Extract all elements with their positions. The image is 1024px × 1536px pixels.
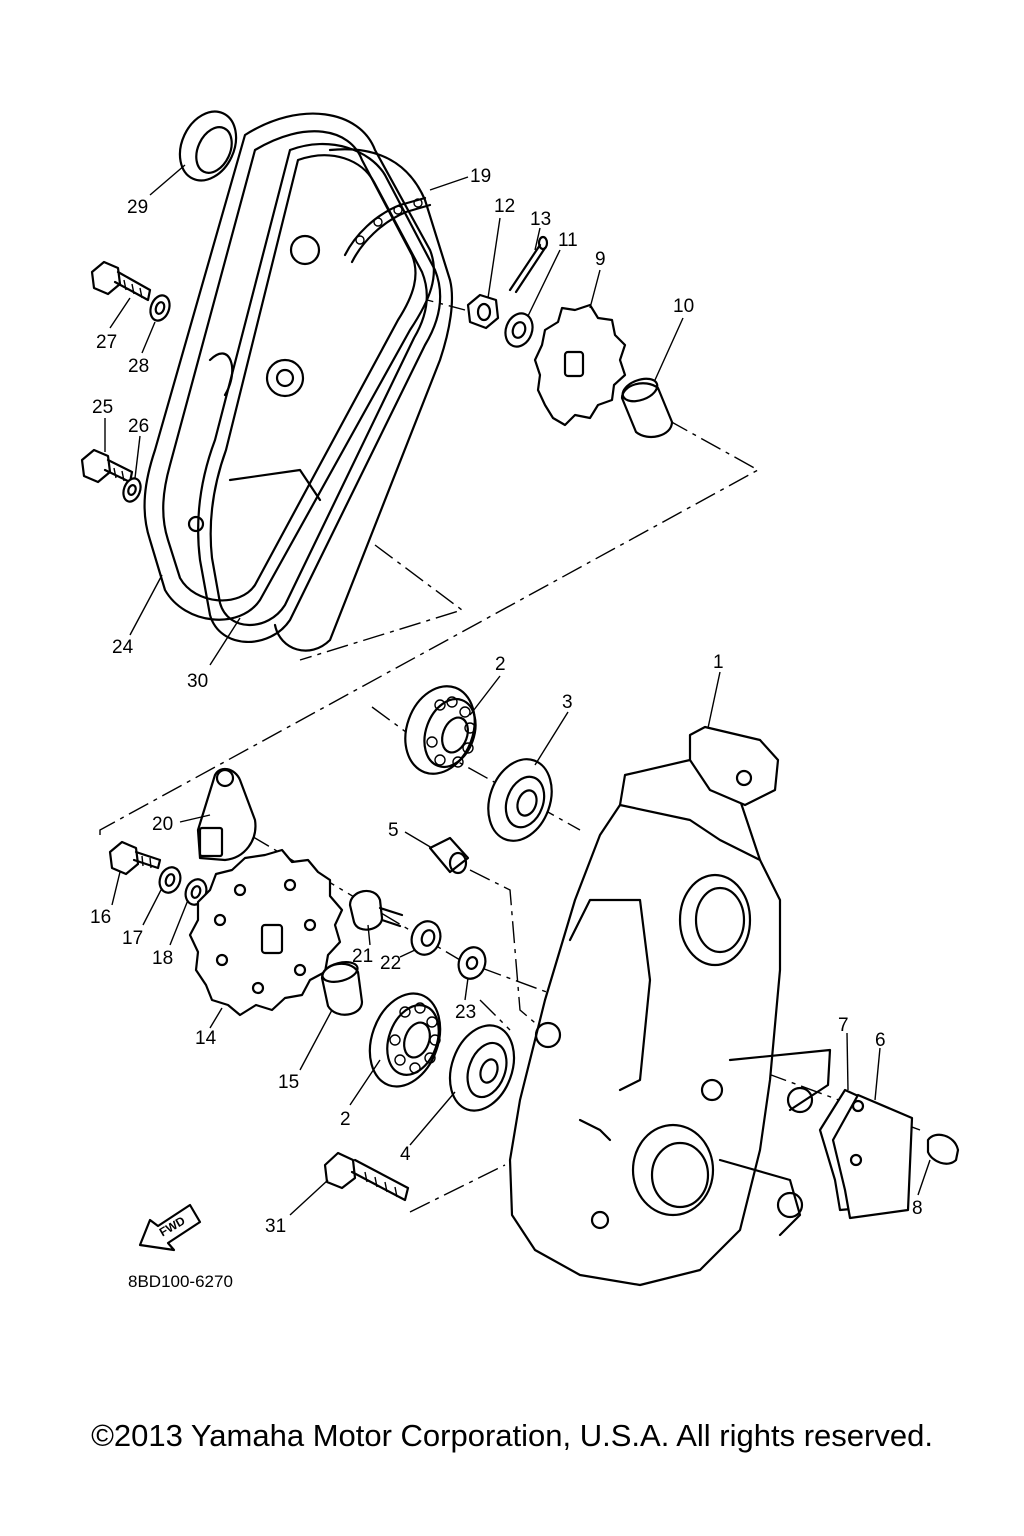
callout-8: 8 <box>912 1198 923 1219</box>
collar-15 <box>320 961 364 1016</box>
oil-seal-3 <box>487 758 553 842</box>
callout-23: 23 <box>455 1002 476 1023</box>
gasket-30 <box>197 142 454 652</box>
callout-21: 21 <box>352 946 373 967</box>
chain-case-cover-24 <box>143 112 435 621</box>
bearing-2-lower <box>368 992 442 1088</box>
callout-13: 13 <box>530 209 551 230</box>
stud-5 <box>428 836 470 875</box>
bolt-27 <box>90 260 152 302</box>
callout-18: 18 <box>152 948 173 969</box>
bolt-16 <box>108 840 162 876</box>
copyright-notice: ©2013 Yamaha Motor Corporation, U.S.A. A… <box>91 1418 933 1453</box>
callout-7: 7 <box>838 1015 849 1036</box>
bolt-8 <box>926 1133 960 1165</box>
bolt-25 <box>80 448 134 484</box>
fwd-arrow-icon: FWD <box>138 1203 202 1252</box>
washer-26 <box>122 477 142 503</box>
callout-28: 28 <box>128 356 149 377</box>
callout-25: 25 <box>92 397 113 418</box>
chain-case-1 <box>508 725 832 1287</box>
callout-17: 17 <box>122 928 143 949</box>
callout-2-lower: 2 <box>340 1109 351 1130</box>
drive-chain-19 <box>343 196 432 264</box>
callout-20: 20 <box>152 814 173 835</box>
callout-numbers: 1 2 2 3 4 5 6 7 8 9 10 11 12 13 14 15 16… <box>90 166 923 1237</box>
collar-22 <box>410 920 442 956</box>
oil-seal-4 <box>448 1024 516 1112</box>
callout-3: 3 <box>562 692 573 713</box>
diagram-code: 8BD100-6270 <box>128 1272 233 1291</box>
drive-sprocket-9 <box>533 303 627 427</box>
callout-31: 31 <box>265 1216 286 1237</box>
callout-2-upper: 2 <box>495 654 506 675</box>
callout-30: 30 <box>187 671 208 692</box>
nut-12 <box>466 293 500 330</box>
callout-19: 19 <box>470 166 491 187</box>
callout-15: 15 <box>278 1072 299 1093</box>
callout-26: 26 <box>128 416 149 437</box>
bolt-21 <box>348 889 404 931</box>
callout-24: 24 <box>112 637 134 658</box>
callout-14: 14 <box>195 1028 217 1049</box>
callout-6: 6 <box>875 1030 886 1051</box>
collar-10 <box>620 377 674 439</box>
callout-22: 22 <box>380 953 401 974</box>
lock-washer-17 <box>158 866 182 894</box>
callout-10: 10 <box>673 296 694 317</box>
callout-27: 27 <box>96 332 117 353</box>
callout-16: 16 <box>90 907 111 928</box>
callout-5: 5 <box>388 820 399 841</box>
callout-11: 11 <box>558 230 578 251</box>
cotter-pin-13 <box>508 235 549 294</box>
bearing-2-upper <box>404 685 477 775</box>
callout-4: 4 <box>400 1144 411 1165</box>
callout-9: 9 <box>595 249 606 270</box>
bolt-31 <box>323 1151 410 1202</box>
callout-29: 29 <box>127 197 148 218</box>
washer-28 <box>149 294 171 322</box>
oil-seal-29 <box>178 110 238 182</box>
tensioner-20 <box>196 767 257 862</box>
washer-11 <box>504 312 534 348</box>
callout-12: 12 <box>494 196 515 217</box>
callout-1: 1 <box>713 652 724 673</box>
callout-leaders <box>104 164 931 1216</box>
washer-23 <box>457 946 487 980</box>
driven-sprocket-14 <box>188 848 344 1017</box>
plate-6 <box>831 1093 914 1220</box>
